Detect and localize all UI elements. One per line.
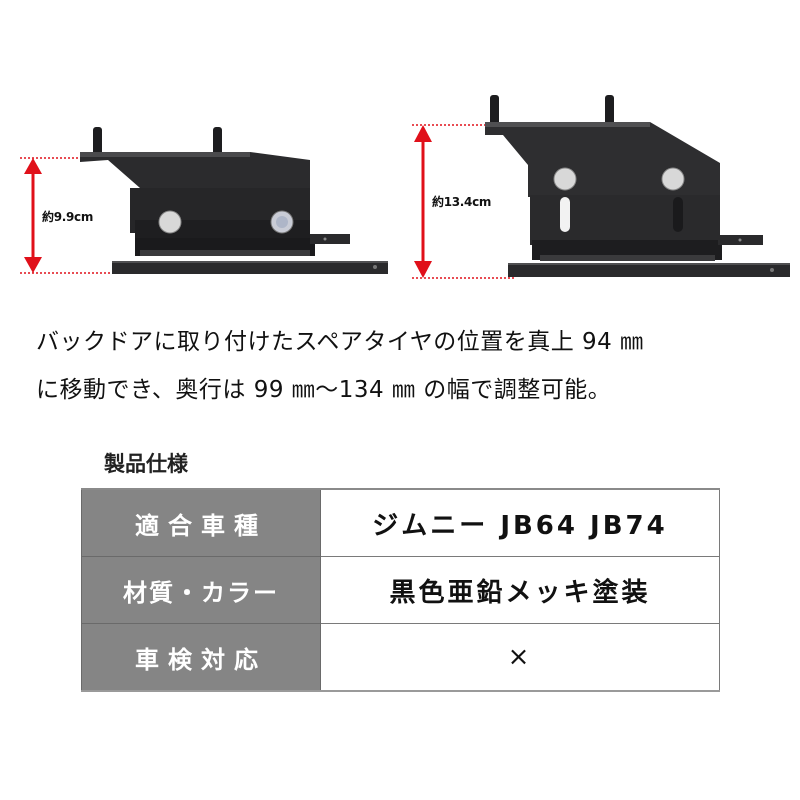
bracket-illustration	[20, 127, 388, 274]
description-line-1: バックドアに取り付けたスペアタイヤの位置を真上 94 ㎜	[36, 329, 644, 355]
spec-value: ジムニー JB64 JB74	[320, 488, 720, 557]
spec-label: 材質・カラー	[81, 556, 321, 624]
spec-row: 車検対応 ×	[81, 623, 720, 692]
dimension-label-lowered: 約9.9cm	[42, 210, 94, 224]
spec-value: 黒色亜鉛メッキ塗装	[320, 556, 720, 624]
spec-row: 材質・カラー 黒色亜鉛メッキ塗装	[81, 556, 720, 624]
spec-value: ×	[320, 623, 720, 692]
spec-row: 適合車種 ジムニー JB64 JB74	[81, 488, 720, 557]
product-photo-raised: 約13.4cm	[400, 85, 800, 300]
bracket-illustration	[412, 95, 790, 279]
product-photo-lowered: 約9.9cm	[0, 100, 400, 300]
description-line-2: に移動でき、奥行は 99 ㎜～134 ㎜ の幅で調整可能。	[36, 377, 612, 403]
dimension-label-raised: 約13.4cm	[432, 195, 492, 209]
spec-label: 適合車種	[81, 488, 321, 557]
spec-title: 製品仕様	[104, 452, 188, 476]
spec-label: 車検対応	[81, 623, 321, 692]
spec-table: 適合車種 ジムニー JB64 JB74 材質・カラー 黒色亜鉛メッキ塗装 車検対…	[81, 488, 720, 692]
